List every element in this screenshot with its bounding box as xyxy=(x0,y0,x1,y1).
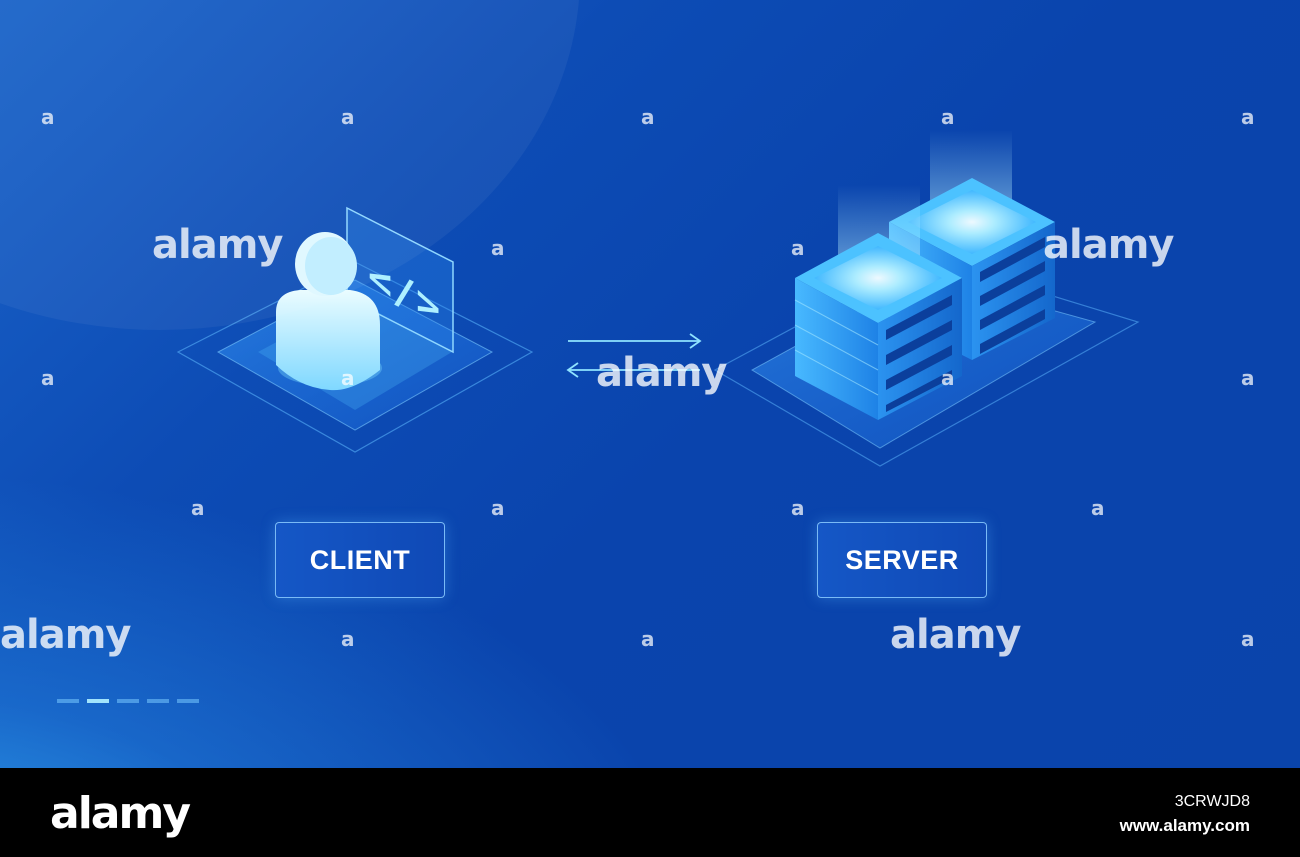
watermark-text: alamy xyxy=(890,612,1021,658)
watermark-mark: a xyxy=(1241,366,1255,390)
image-id: 3CRWJD8 xyxy=(1174,793,1250,810)
image-credit: 3CRWJD8 www.alamy.com xyxy=(1120,790,1250,838)
watermark-footer: alamy 3CRWJD8 www.alamy.com xyxy=(0,768,1300,857)
server-rack-front xyxy=(794,185,962,420)
client-label: CLIENT xyxy=(275,522,445,598)
watermark-mark: a xyxy=(341,366,355,390)
watermark-mark: a xyxy=(791,236,805,260)
watermark-mark: a xyxy=(41,366,55,390)
watermark-mark: a xyxy=(1241,627,1255,651)
watermark-mark: a xyxy=(491,496,505,520)
decorative-dashes xyxy=(57,699,199,703)
watermark-mark: a xyxy=(1241,105,1255,129)
watermark-mark: a xyxy=(791,496,805,520)
watermark-mark: a xyxy=(41,105,55,129)
watermark-mark: a xyxy=(641,105,655,129)
watermark-mark: a xyxy=(641,627,655,651)
site-url: www.alamy.com xyxy=(1119,816,1250,835)
watermark-mark: a xyxy=(941,105,955,129)
watermark-text: alamy xyxy=(152,222,283,268)
watermark-mark: a xyxy=(191,496,205,520)
watermark-mark: a xyxy=(491,236,505,260)
watermark-mark: a xyxy=(341,105,355,129)
diagram-canvas: </> xyxy=(0,0,1300,768)
watermark-text: alamy xyxy=(0,612,131,658)
watermark-mark: a xyxy=(941,366,955,390)
user-icon xyxy=(276,232,382,391)
watermark-text: alamy xyxy=(1043,222,1174,268)
watermark-mark: a xyxy=(341,627,355,651)
watermark-mark: a xyxy=(1091,496,1105,520)
bidirectional-arrows xyxy=(566,333,702,378)
watermark-text: alamy xyxy=(596,350,727,396)
alamy-logo: alamy xyxy=(50,788,191,839)
server-label: SERVER xyxy=(817,522,987,598)
